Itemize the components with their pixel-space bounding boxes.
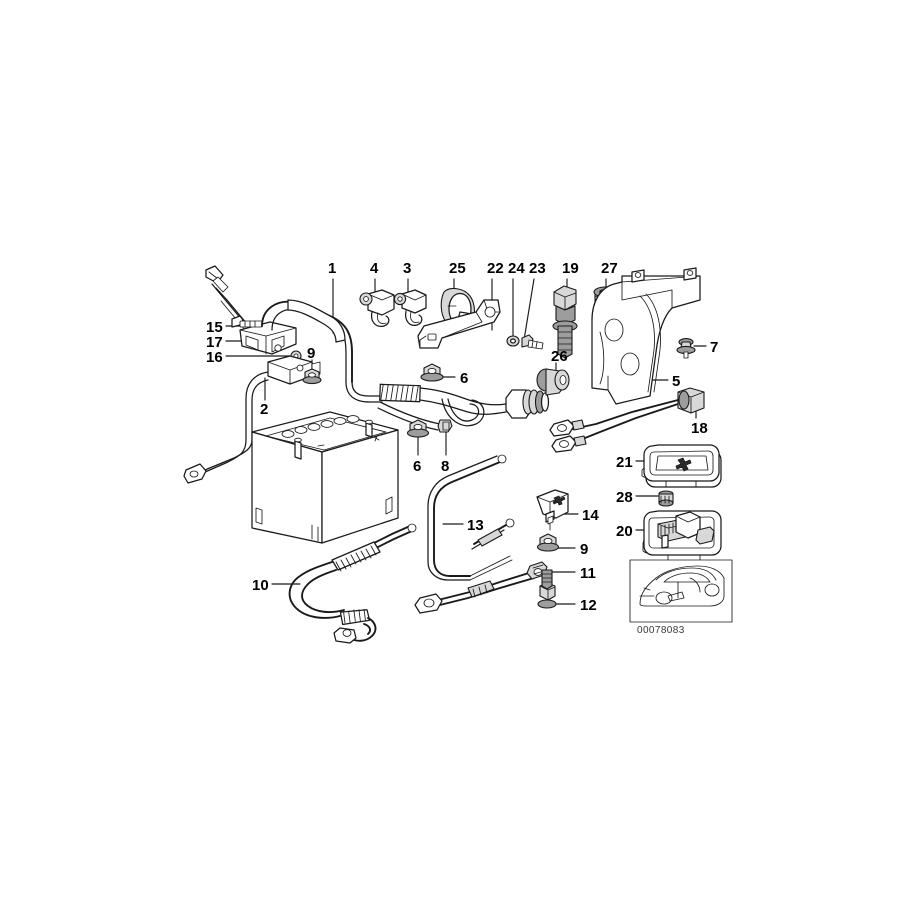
braided-sleeve bbox=[379, 383, 421, 403]
part-negative-cable-2 bbox=[183, 355, 322, 484]
callout-label-18: 18 bbox=[691, 420, 708, 437]
callout-label-4: 4 bbox=[370, 260, 379, 277]
part-cable-clip-3 bbox=[393, 289, 427, 327]
part-starter-cable-18 bbox=[549, 387, 705, 453]
battery-cell-caps bbox=[281, 415, 360, 438]
callout-label-20: 20 bbox=[616, 523, 633, 540]
callout-label-19: 19 bbox=[562, 260, 579, 277]
part-support-bracket-5 bbox=[591, 267, 701, 405]
part-coiled-ground-strap-10 bbox=[288, 523, 417, 644]
part-fusebox-base-20 bbox=[642, 510, 722, 561]
callout-label-13: 13 bbox=[467, 517, 484, 534]
callout-label-14: 14 bbox=[582, 507, 599, 524]
part-bushing-28 bbox=[658, 490, 674, 507]
part-screw-23 bbox=[521, 334, 544, 350]
callout-label-12: 12 bbox=[580, 597, 597, 614]
callout-label-23: 23 bbox=[529, 260, 546, 277]
part-rubber-grommet-26 bbox=[536, 368, 570, 396]
part-holddown-clamp-13 bbox=[427, 454, 515, 581]
callout-label-26: 26 bbox=[551, 348, 568, 365]
callout-label-6b: 6 bbox=[413, 458, 422, 475]
callout-label-5: 5 bbox=[672, 373, 681, 390]
callout-label-11: 11 bbox=[580, 565, 596, 582]
callout-label-3: 3 bbox=[403, 260, 412, 277]
callout-label-7: 7 bbox=[710, 339, 719, 356]
part-negative-cable-assembly bbox=[205, 265, 302, 362]
leader-line-23 bbox=[523, 278, 535, 341]
callout-label-17: 17 bbox=[206, 334, 223, 351]
part-cable-clip-4 bbox=[359, 289, 395, 328]
part-ground-cable-11 bbox=[414, 561, 548, 614]
diagram-id-caption: 00078083 bbox=[637, 625, 685, 636]
callout-label-9b: 9 bbox=[580, 541, 589, 558]
coil-lower bbox=[339, 608, 371, 626]
callout-label-21: 21 bbox=[616, 454, 633, 471]
part-expanding-rivet-7 bbox=[676, 338, 696, 359]
part-stud-bolt-19 bbox=[552, 285, 578, 359]
callout-label-24: 24 bbox=[508, 260, 525, 277]
callout-label-9a: 9 bbox=[307, 345, 316, 362]
callout-label-27: 27 bbox=[601, 260, 618, 277]
coil-upper bbox=[331, 541, 381, 572]
callout-label-2: 2 bbox=[260, 401, 269, 418]
cable-end-connector bbox=[505, 389, 550, 419]
callout-label-28: 28 bbox=[616, 489, 633, 506]
inset-vehicle-illustration bbox=[629, 559, 733, 623]
part-mounting-bracket-22 bbox=[417, 299, 501, 349]
part-hex-flange-nut-upper bbox=[420, 363, 444, 382]
part-washer-24 bbox=[506, 335, 520, 347]
part-flange-nut-9b bbox=[536, 533, 560, 552]
callout-label-1: 1 bbox=[328, 260, 337, 277]
part-battery bbox=[251, 411, 399, 544]
part-fusebox-cover-21 bbox=[641, 444, 722, 488]
callout-label-6a: 6 bbox=[460, 370, 469, 387]
part-terminal-cover-14 bbox=[536, 489, 569, 531]
callout-label-25: 25 bbox=[449, 260, 466, 277]
callout-label-16: 16 bbox=[206, 349, 223, 366]
callout-label-22: 22 bbox=[487, 260, 504, 277]
part-hex-bolt-12 bbox=[537, 569, 557, 609]
part-hex-flange-nut-lower bbox=[406, 419, 430, 438]
callout-label-8: 8 bbox=[441, 458, 450, 475]
callout-label-10: 10 bbox=[252, 577, 269, 594]
callout-label-15: 15 bbox=[206, 319, 223, 336]
part-positive-battery-cable bbox=[261, 299, 550, 433]
